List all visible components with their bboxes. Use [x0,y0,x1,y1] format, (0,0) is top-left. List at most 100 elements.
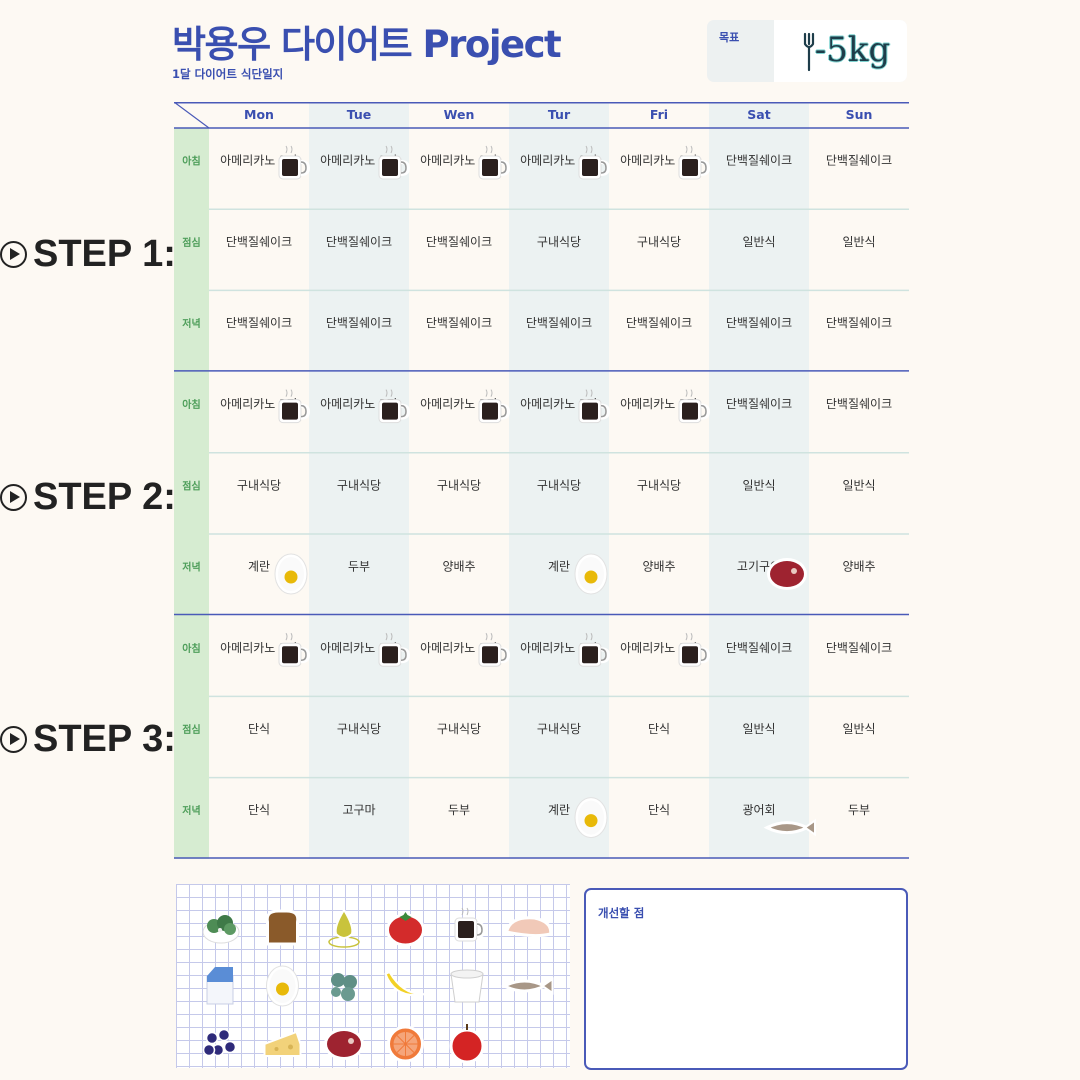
blueberry-icon [202,1028,237,1057]
coffee-icon [378,145,411,180]
meal-cell[interactable]: 아메리카노 1잔 [320,641,398,655]
meal-cell[interactable]: 구내식당 [437,478,481,492]
meal-cell[interactable]: 아메리카노 1잔 [420,397,498,411]
meal-cell[interactable]: 단백질쉐이크 [426,235,492,249]
meal-cell[interactable]: 단백질쉐이크 [226,316,292,330]
meal-cell[interactable]: 구내식당 [537,722,581,736]
meal-cell[interactable]: 아메리카노 1잔 [520,641,598,655]
meal-cell[interactable]: 아메리카노 1잔 [220,154,298,168]
meal-cell[interactable]: 단백질쉐이크 [826,641,892,655]
banana-icon [384,970,426,996]
broccoli-icon [331,973,357,1001]
day-header-wen: Wen [444,107,475,122]
meal-cell[interactable]: 아메리카노 1잔 [220,641,298,655]
meal-cell[interactable]: 단백질쉐이크 [226,235,292,249]
meal-cell[interactable]: 단백질쉐이크 [626,316,692,330]
fork-icon [803,32,815,72]
meal-cell[interactable]: 구내식당 [637,235,681,249]
egg-icon [574,553,608,595]
coffee-icon [278,145,311,180]
meal-cell[interactable]: 일반식 [742,235,775,249]
meal-cell[interactable]: 구내식당 [537,235,581,249]
meal-cell[interactable]: 단백질쉐이크 [726,397,792,411]
play-icon [0,241,27,268]
coffee-icon [578,389,611,424]
meal-cell[interactable]: 단식 [248,722,270,736]
meal-cell[interactable]: 아메리카노 1잔 [620,154,698,168]
page-title: 박용우 다이어트 Project [172,23,562,66]
step-2-label: STEP 2: [33,476,176,518]
meal-cell[interactable]: 단백질쉐이크 [726,641,792,655]
fish-icon [763,818,816,837]
day-header-tur: Tur [548,107,571,122]
meal-cell[interactable]: 단백질쉐이크 [526,316,592,330]
meal-label: 점심 [182,479,200,492]
egg-icon [266,965,299,1007]
meal-cell[interactable]: 단백질쉐이크 [726,316,792,330]
egg-icon [574,797,608,839]
meal-cell[interactable]: 단식 [248,803,270,817]
meal-cell[interactable]: 구내식당 [437,722,481,736]
meal-cell[interactable]: 양배추 [442,560,475,574]
meal-cell[interactable]: 단백질쉐이크 [326,316,392,330]
meal-cell[interactable]: 아메리카노 1잔 [520,397,598,411]
meal-label: 점심 [182,236,200,249]
day-header-tue: Tue [347,107,372,122]
salad-icon [202,915,240,944]
meal-cell[interactable]: 일반식 [842,235,875,249]
meal-cell[interactable]: 일반식 [742,722,775,736]
day-header-sun: Sun [846,107,873,122]
meal-cell[interactable]: 계란 [248,560,270,574]
meal-cell[interactable]: 아메리카노 1잔 [220,397,298,411]
goal-label: 목표 [719,31,740,44]
fish-icon [501,977,554,995]
meal-cell[interactable]: 두부 [848,803,870,817]
meal-cell[interactable]: 일반식 [842,478,875,492]
meal-cell[interactable]: 두부 [448,803,470,817]
notes-title: 개선할 점 [598,906,645,920]
coffee-icon [378,389,411,424]
meal-cell[interactable]: 구내식당 [337,478,381,492]
meal-cell[interactable]: 단식 [648,722,670,736]
meal-cell[interactable]: 아메리카노 1잔 [620,641,698,655]
page-subtitle: 1달 다이어트 식단일지 [172,67,284,81]
meal-cell[interactable]: 단백질쉐이크 [826,397,892,411]
meal-cell[interactable]: 양배추 [642,560,675,574]
meal-cell[interactable]: 아메리카노 1잔 [620,397,698,411]
coffee-icon [478,632,511,667]
step-2-marker: STEP 2: [0,476,176,519]
meal-cell[interactable]: 고구마 [342,803,375,817]
meal-cell[interactable]: 아메리카노 1잔 [420,641,498,655]
meal-cell[interactable]: 양배추 [842,560,875,574]
meal-cell[interactable]: 아메리카노 1잔 [520,154,598,168]
meal-cell[interactable]: 아메리카노 1잔 [420,154,498,168]
meal-label: 점심 [182,723,200,736]
meal-cell[interactable]: 구내식당 [237,478,281,492]
meal-cell[interactable]: 단식 [648,803,670,817]
meal-cell[interactable]: 계란 [548,803,570,817]
meal-cell[interactable]: 구내식당 [337,722,381,736]
meal-cell[interactable]: 일반식 [842,722,875,736]
meal-cell[interactable]: 단백질쉐이크 [826,154,892,168]
step-3-label: STEP 3: [33,718,176,760]
cheese-icon [263,1030,302,1057]
meal-cell[interactable]: 일반식 [742,478,775,492]
coffee-icon [454,907,487,942]
tomato-icon [386,912,425,947]
apple-icon [449,1024,485,1064]
meal-cell[interactable]: 광어회 [742,803,775,817]
notes-box[interactable]: 개선할 점 [584,888,908,1070]
meal-cell[interactable]: 구내식당 [537,478,581,492]
meal-cell[interactable]: 아메리카노 1잔 [320,397,398,411]
meal-cell[interactable]: 단백질쉐이크 [726,154,792,168]
meal-cell[interactable]: 두부 [348,560,370,574]
meal-cell[interactable]: 아메리카노 1잔 [320,154,398,168]
meal-cell[interactable]: 단백질쉐이크 [326,235,392,249]
meal-label: 저녁 [182,561,200,574]
meal-cell[interactable]: 단백질쉐이크 [426,316,492,330]
meat-icon [767,558,807,590]
meal-cell[interactable]: 계란 [548,560,570,574]
meal-cell[interactable]: 구내식당 [637,478,681,492]
milk-carton-icon [206,967,234,1005]
meal-cell[interactable]: 단백질쉐이크 [826,316,892,330]
